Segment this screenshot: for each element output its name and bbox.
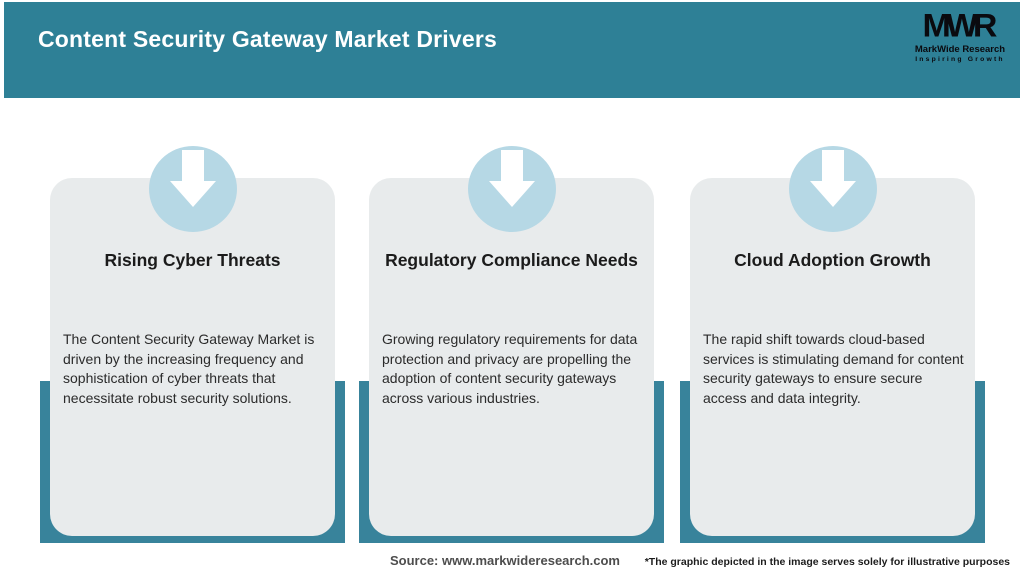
card-description: The rapid shift towards cloud-based serv… xyxy=(703,331,964,406)
down-arrow-icon xyxy=(809,150,857,213)
card-panel xyxy=(369,178,654,536)
driver-card-rising-cyber-threats: Rising Cyber Threats The Content Securit… xyxy=(40,0,345,576)
icon-circle xyxy=(788,146,877,232)
down-arrow-icon xyxy=(488,150,536,213)
driver-card-regulatory-compliance-needs: Regulatory Compliance Needs Growing regu… xyxy=(359,0,664,576)
header-bar: Content Security Gateway Market Drivers … xyxy=(4,2,1020,98)
down-arrow-icon xyxy=(169,150,217,213)
brand-logo: MWR MarkWide Research Inspiring Growth xyxy=(908,6,1012,63)
source-text: Source: www.markwideresearch.com xyxy=(389,553,620,568)
card-title: Regulatory Compliance Needs xyxy=(385,250,638,270)
disclaimer-text: *The graphic depicted in the image serve… xyxy=(644,556,1010,568)
icon-circle xyxy=(148,146,237,232)
logo-name: MarkWide Research xyxy=(914,44,1006,55)
card-panel xyxy=(50,178,335,536)
logo-monogram: MWR xyxy=(922,7,998,45)
card-title: Rising Cyber Threats xyxy=(104,250,281,270)
card-title: Cloud Adoption Growth xyxy=(734,250,931,270)
icon-circle xyxy=(467,146,556,232)
card-description: The Content Security Gateway Market is d… xyxy=(63,331,315,406)
driver-card-cloud-adoption-growth: Cloud Adoption Growth The rapid shift to… xyxy=(680,0,985,576)
page-title: Content Security Gateway Market Drivers xyxy=(38,26,498,52)
card-description: Growing regulatory requirements for data… xyxy=(382,331,638,406)
logo-tagline: Inspiring Growth xyxy=(915,55,1005,63)
card-panel xyxy=(690,178,975,536)
